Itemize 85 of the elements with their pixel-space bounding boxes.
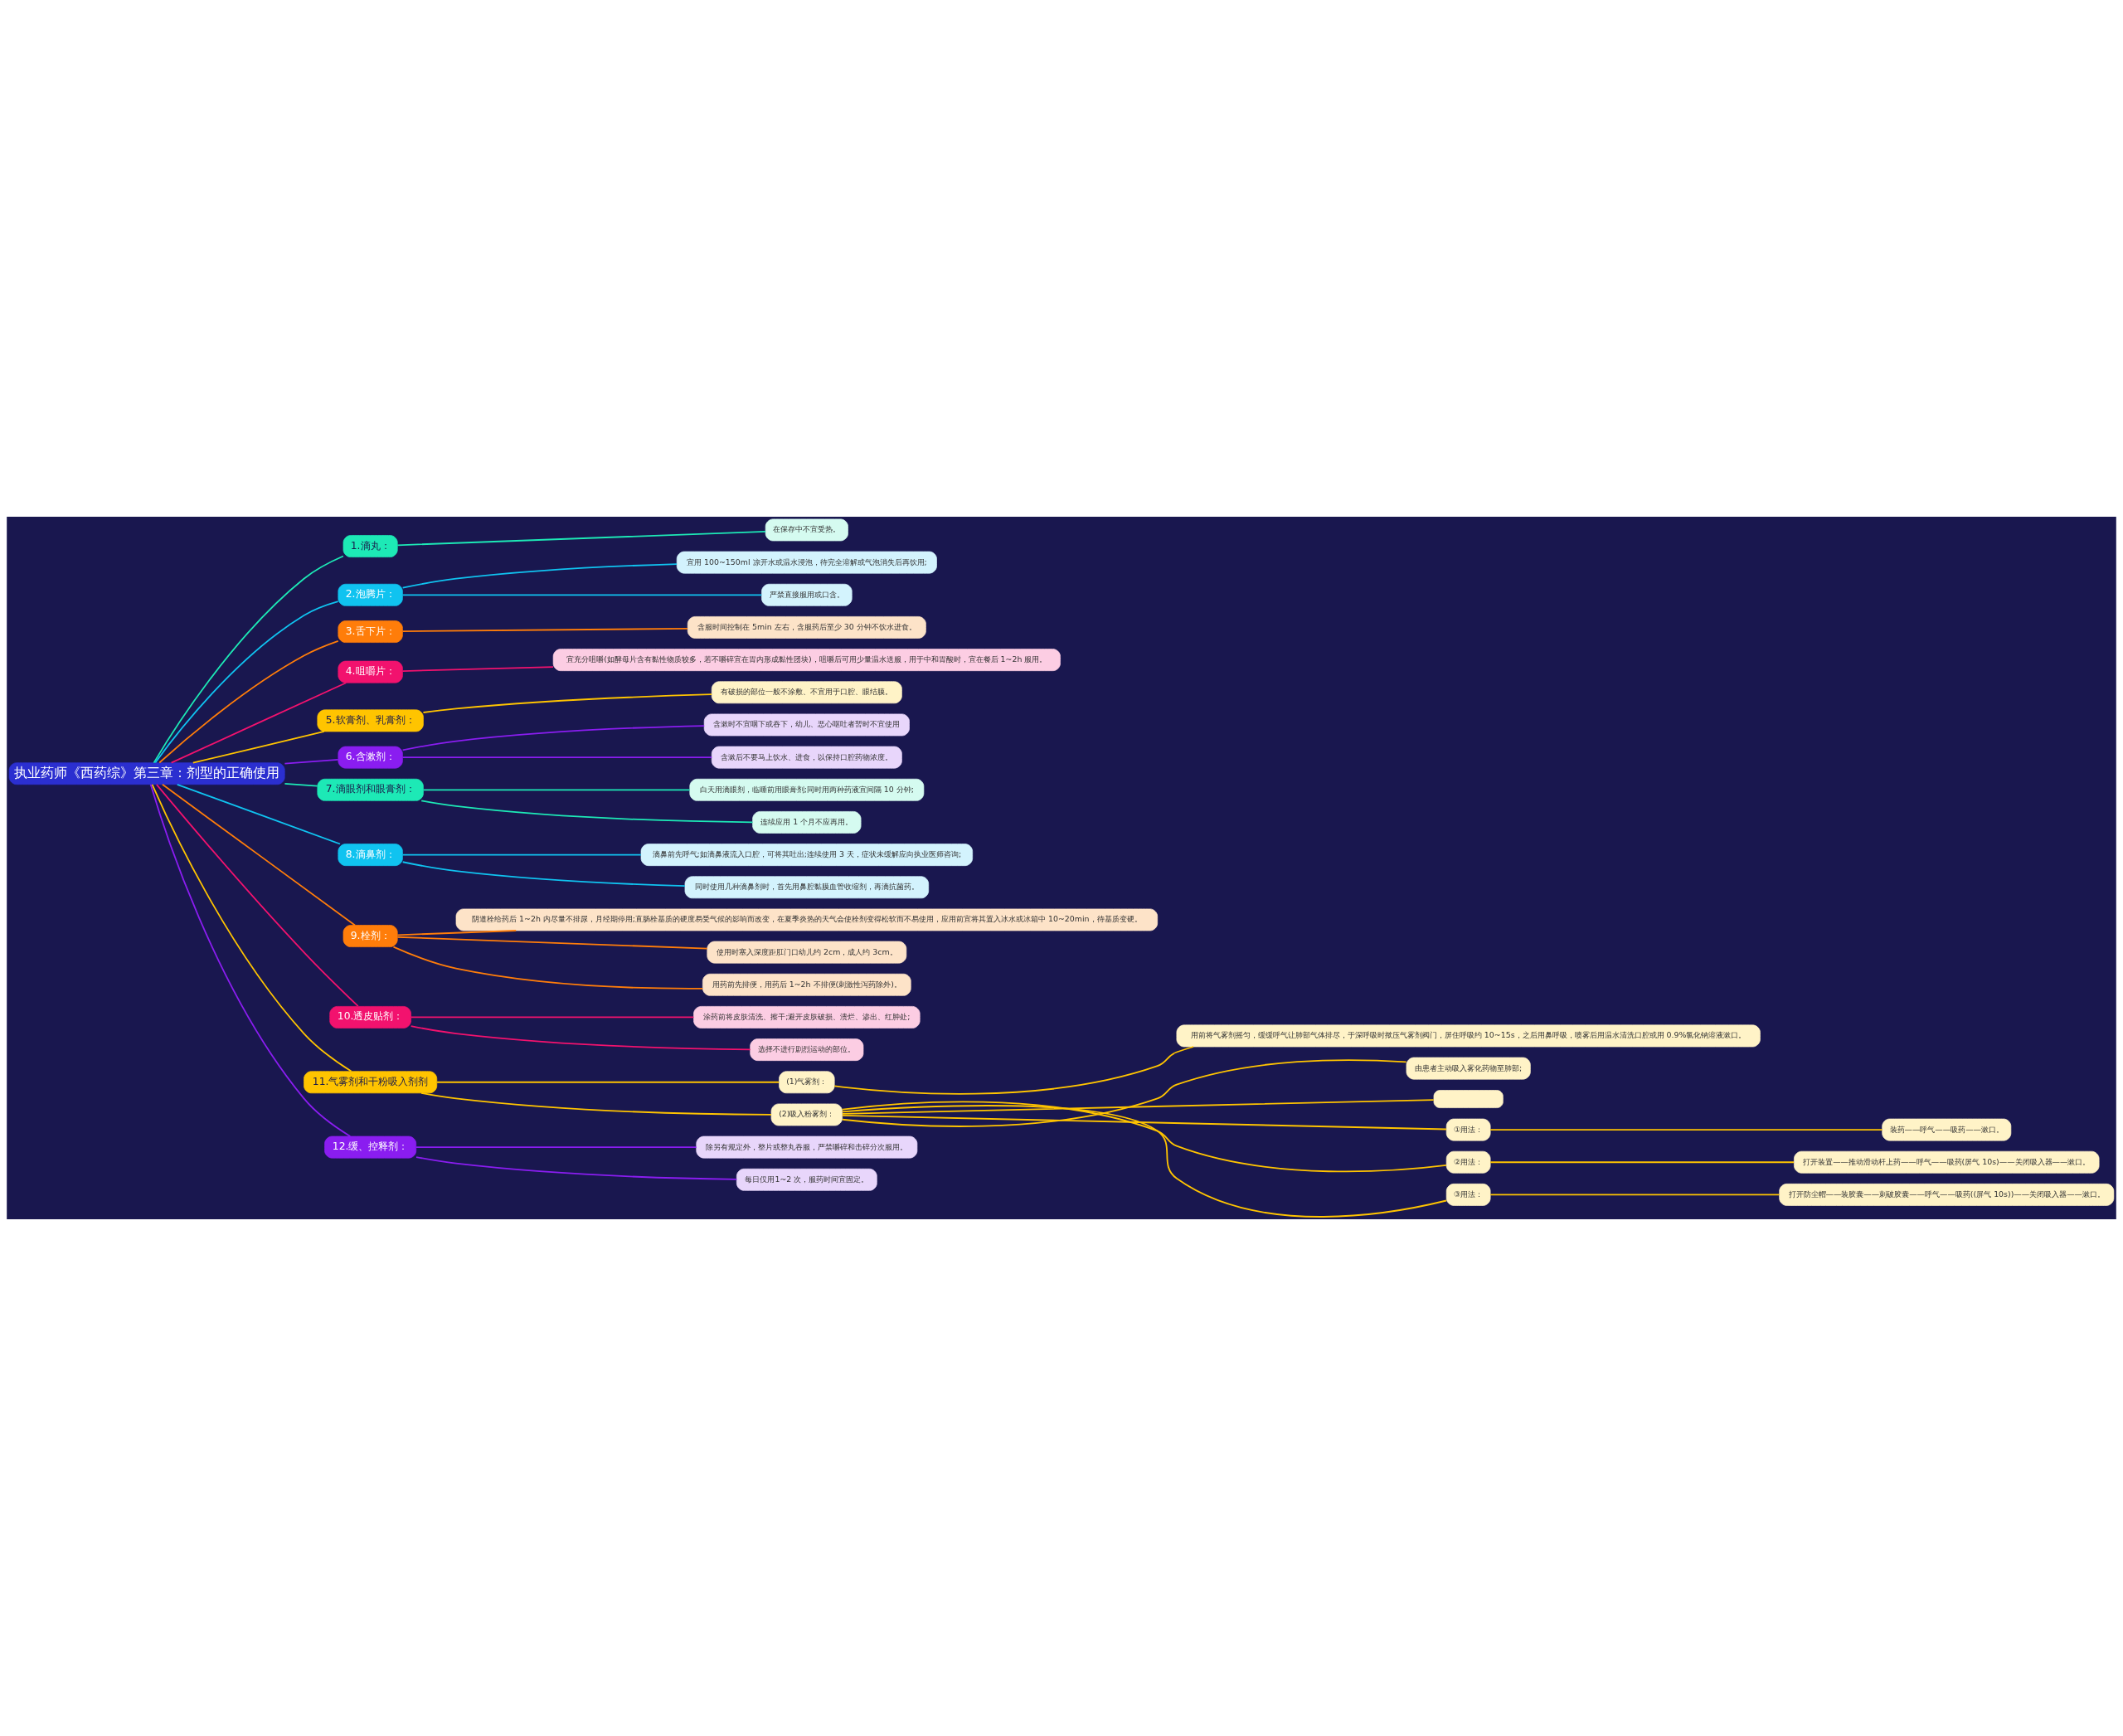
node-box: 滴鼻前先呼气;如滴鼻液流入口腔，可将其吐出;连续使用 3 天，症状未缓解应向执业医师咨询; <box>640 844 974 867</box>
connector <box>833 1046 1194 1095</box>
node-box: 使用时塞入深度距肛门口幼儿约 2cm，成人约 3cm。 <box>707 941 907 964</box>
node-box: 用药前先排便，用药后 1~2h 不排便(刺激性泻药除外)。 <box>702 973 911 996</box>
connector <box>155 783 359 1008</box>
connector <box>436 1081 780 1083</box>
node-box: 执业药师《西药综》第三章：剂型的正确使用 <box>8 762 285 785</box>
node-box: 由患者主动吸入雾化药物至肺部; <box>1406 1057 1531 1080</box>
connector <box>396 530 766 547</box>
node-box: 装药——呼气——吸药——漱口。 <box>1882 1118 2012 1141</box>
node-box: 同时使用几种滴鼻剂时，首先用鼻腔黏膜血管收缩剂，再滴抗菌药。 <box>684 876 930 899</box>
node-box: 4.咀嚼片： <box>338 660 403 683</box>
connector <box>176 783 341 845</box>
connector <box>1489 1161 1795 1164</box>
node-box: 阴道栓给药后 1~2h 内尽量不排尿，月经期停用;直肠栓基质的硬度易受气候的影响而改变，在夏季炎热的天气会使栓剂变得松软而不易使用，应用前宜将其置入冰水或冰箱中 10~20min，待基质变硬。 <box>455 908 1159 931</box>
node-box: 有破损的部位一般不涂敷、不宜用于口腔、眼结膜。 <box>711 681 902 704</box>
node-box: 7.滴眼剂和眼膏剂： <box>317 778 424 801</box>
node-box: 严禁直接服用或口含。 <box>761 583 853 606</box>
connector <box>401 725 706 751</box>
connector <box>415 1156 738 1180</box>
connector <box>401 666 554 672</box>
connector <box>410 1025 751 1051</box>
node-box: 每日仅用1~2 次，服药时间宜固定。 <box>736 1168 877 1191</box>
connector <box>401 563 678 589</box>
node-box: (1)气雾剂： <box>779 1071 835 1094</box>
connector <box>162 783 356 926</box>
connector <box>396 936 708 950</box>
node-box: 5.软膏剂、乳膏剂： <box>317 709 424 732</box>
connector <box>151 783 352 1072</box>
node-box: 9.栓剂： <box>342 925 398 947</box>
node-box: 打开装置——推动滑动杆上药——呼气——吸药(屏气 10s)——关闭吸入器——漱口。 <box>1794 1150 2100 1174</box>
connector <box>158 640 339 764</box>
connector <box>284 782 318 787</box>
connector <box>1489 1129 1883 1131</box>
node-box: 含服时间控制在 5min 左右，含服药后至少 30 分钟不饮水进食。 <box>687 616 926 639</box>
node-box: 1.滴丸： <box>342 535 398 557</box>
node-box: 选择不进行剧烈运动的部位。 <box>750 1038 864 1062</box>
connector <box>401 594 763 596</box>
node-box: 宜用 100~150ml 凉开水或温水浸泡，待完全溶解或气泡消失后再饮用; <box>676 551 937 574</box>
node-box: 含漱时不宜咽下或吞下，幼儿、恶心呕吐者暂时不宜使用 <box>703 713 910 737</box>
node-box: 除另有规定外，整片或整丸吞服，严禁嚼碎和击碎分次服用。 <box>696 1135 918 1159</box>
connector <box>841 1101 1447 1173</box>
node-box: ②用法： <box>1445 1150 1491 1174</box>
node-box: 打开防尘帽——装胶囊——刺破胶囊——呼气——吸药((屏气 10s))——关闭吸入器——漱口。 <box>1779 1184 2115 1206</box>
node-box: 10.透皮贴剂： <box>329 1006 411 1028</box>
node-box: 11.气雾剂和干粉吸入剂剂 <box>304 1071 438 1094</box>
node-box: 2.泡腾片： <box>338 583 403 606</box>
connector <box>170 682 347 764</box>
connector <box>422 693 713 713</box>
node-box: 用前将气雾剂摇匀，缓缓呼气让肺部气体排尽，于深呼吸时揿压气雾剂阀门，屏住呼吸约 10~15s，之后用鼻呼吸，喷雾后用温水清洗口腔或用 0.9%氯化钠溶液漱口。 <box>1176 1024 1761 1048</box>
connector <box>410 1016 695 1019</box>
connector <box>396 930 517 936</box>
node-box: (2)吸入粉雾剂： <box>770 1103 843 1126</box>
connector <box>420 1092 772 1116</box>
node-box: 3.舌下片： <box>338 620 403 643</box>
connector <box>420 800 754 824</box>
connector <box>841 1115 1447 1131</box>
connector <box>1489 1194 1781 1196</box>
node-box: 8.滴鼻剂： <box>338 844 403 867</box>
connector <box>401 627 688 633</box>
connector <box>149 783 352 1137</box>
connector <box>841 1099 1435 1115</box>
connector <box>154 601 339 764</box>
node-box: 连续应用 1 个月不应再用。 <box>752 811 862 834</box>
connector <box>192 731 325 764</box>
connector <box>841 1059 1407 1127</box>
node-box: 含漱后不要马上饮水、进食，以保持口腔药物浓度。 <box>711 746 902 769</box>
node-box: 12.缓、控释剂： <box>324 1135 417 1159</box>
node-box: ①用法： <box>1445 1118 1491 1141</box>
connector <box>392 946 704 990</box>
connector <box>422 789 691 791</box>
connector <box>284 759 339 765</box>
node-box: ③用法： <box>1445 1184 1491 1206</box>
connector <box>841 1105 1447 1218</box>
node-box: 白天用滴眼剂，临睡前用眼膏剂;同时用两种药液宜间隔 10 分钟; <box>689 778 925 801</box>
node-box: 在保存中不宜受热。 <box>765 518 848 542</box>
node-box: 宜充分咀嚼(如酵母片含有黏性物质较多，若不嚼碎宜在胃内形成黏性团块)，咀嚼后可用少量温水送服，用于中和胃酸时，宜在餐后 1~2h 服用。 <box>552 649 1061 672</box>
node-box: 6.含漱剂： <box>338 746 403 769</box>
connector <box>401 756 713 759</box>
connector <box>401 861 686 887</box>
connector <box>415 1146 697 1148</box>
connector <box>401 853 642 856</box>
connector <box>153 555 344 764</box>
node-box <box>1433 1090 1504 1108</box>
node-box: 涂药前将皮肤清洗、擦干;避开皮肤破损、溃烂、渗出、红肿处; <box>693 1006 921 1028</box>
